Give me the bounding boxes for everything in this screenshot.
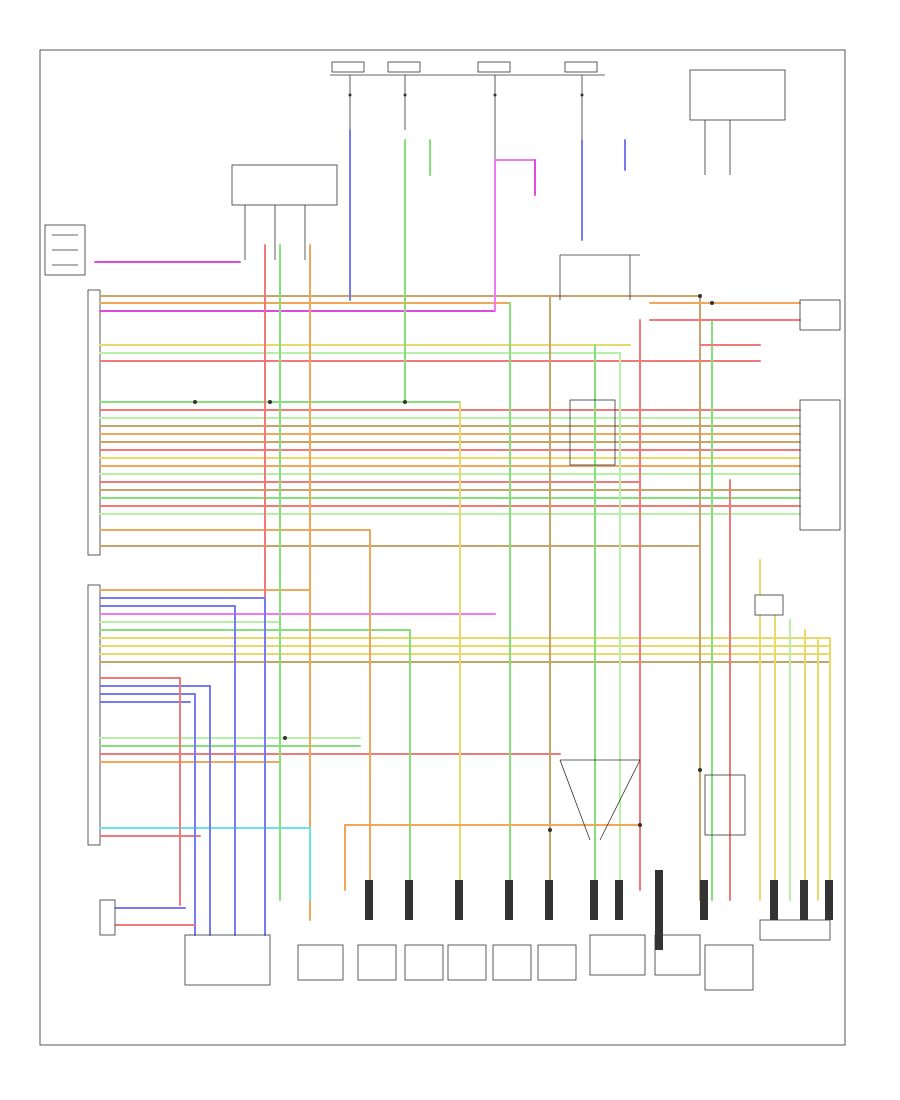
relay-upper-right: [689, 69, 786, 175]
pcm-wires-lower: [99, 589, 831, 837]
lower-center-module: [559, 759, 746, 841]
right-components: [754, 299, 841, 616]
diagram-frame: [39, 49, 846, 1046]
pcm-wires-upper: [99, 295, 801, 547]
sensor-connector-left: [44, 224, 86, 276]
vertical-feed-wires: [94, 129, 626, 921]
right-side-wires: [649, 295, 831, 901]
pcm-connector-lower: [87, 584, 101, 846]
component-feed-wires: [179, 295, 641, 936]
splice-points: [193, 294, 714, 832]
transmission-range-connector: [99, 899, 196, 936]
ignition-relay-box: [231, 164, 338, 260]
bottom-components: [184, 919, 831, 991]
fuse-block-area: [330, 61, 605, 170]
middle-modules: [559, 254, 640, 466]
bottom-connector-ticks: [365, 870, 833, 950]
pcm-connector-upper: [87, 289, 101, 556]
